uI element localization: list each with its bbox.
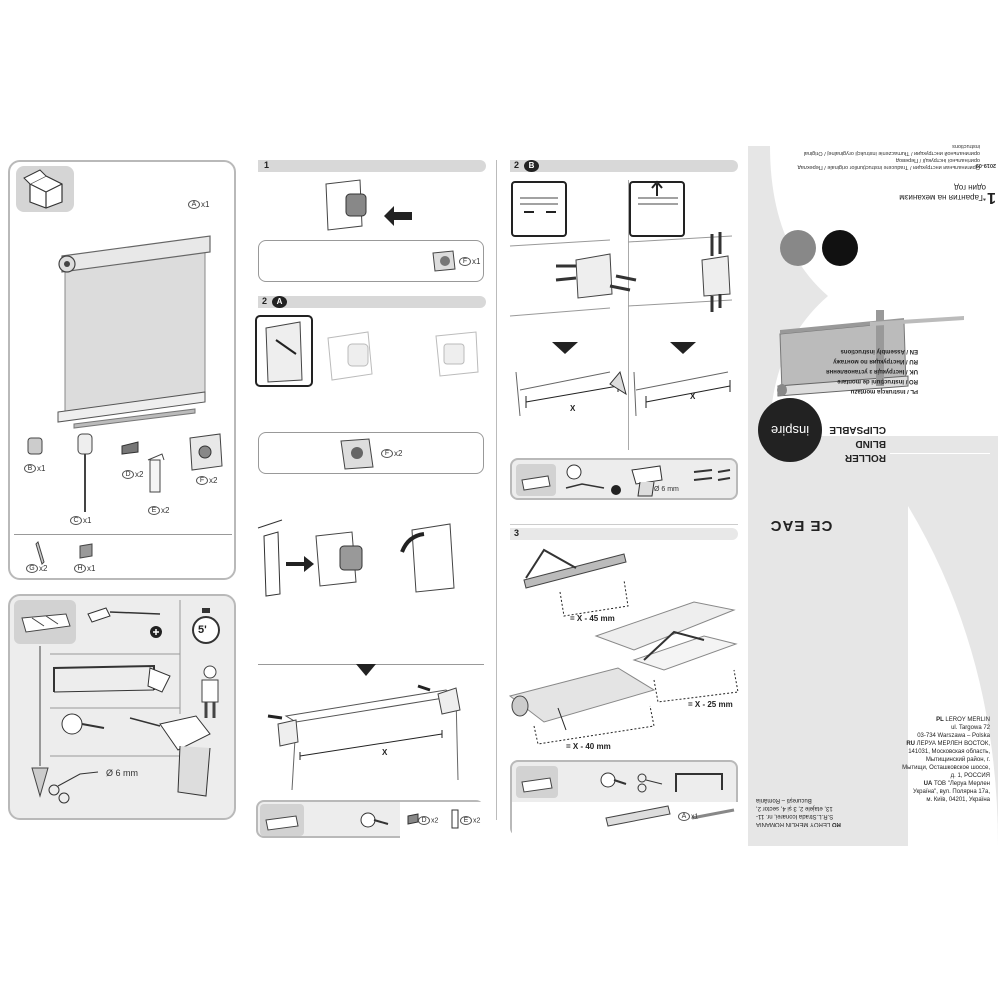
divider xyxy=(510,524,738,525)
step-2b-illustration xyxy=(509,180,733,417)
step-2a-letter: A xyxy=(272,296,287,308)
product-line-2: CLIPSABLE xyxy=(829,424,886,435)
ce-eac-marks: CE EAC xyxy=(769,517,833,534)
step-2a-bar xyxy=(258,296,486,308)
warranty-years: 1 xyxy=(987,189,996,206)
lang-ro: RO / Instrucțiuni de montare xyxy=(837,378,918,384)
step-3-bar xyxy=(510,528,738,540)
step-2b-measure-left: X xyxy=(570,404,576,413)
product-photo xyxy=(750,306,994,397)
hardware-parts-illustration xyxy=(27,433,223,512)
product-line-1: ROLLER BLIND xyxy=(844,438,886,463)
step-1-illustration xyxy=(325,179,412,231)
step-3-number: 3 xyxy=(514,528,520,538)
lang-uk: UK / Інструкція з установлення xyxy=(826,368,918,374)
step-2a-clip-illustration xyxy=(257,519,455,597)
down-arrow-icon xyxy=(356,664,376,676)
step-3-measure-1: = X - 45 mm xyxy=(570,614,615,623)
lang-ru: RU / Инструкция по монтажу xyxy=(833,358,918,364)
step-2b-letter: B xyxy=(524,160,539,172)
step-2b-number: 2 xyxy=(514,160,520,170)
product-name: ROLLER BLIND CLIPSABLE xyxy=(829,422,886,464)
blackout-swatch xyxy=(822,230,858,266)
roller-blind-illustration xyxy=(57,235,211,429)
divider xyxy=(890,453,990,454)
small-parts-illustration xyxy=(35,541,93,565)
step-2b-drill-label: Ø 6 mm xyxy=(654,486,679,493)
brand-logo: inspire xyxy=(758,398,822,462)
step-2b-measure-right: X xyxy=(690,392,696,401)
step-3-tools-illustration xyxy=(512,766,740,838)
tools-illustration xyxy=(14,600,220,804)
time-estimate: 5' xyxy=(198,624,207,636)
step-1-bar xyxy=(258,160,486,172)
finish-swatches xyxy=(768,226,858,266)
column-divider xyxy=(496,160,497,820)
lang-pl: PL / Instrukcja montażu xyxy=(850,388,918,394)
translucent-swatch xyxy=(780,230,816,266)
step-2a-tools-illustration xyxy=(260,802,484,838)
step-3-illustration xyxy=(508,548,739,745)
divider xyxy=(14,534,232,535)
language-list: PL / Instrukcja montażu RO / Instrucțiun… xyxy=(788,326,918,396)
date-code: 2019-09 xyxy=(975,162,996,168)
step-2a-measure-x: X xyxy=(382,748,388,757)
lang-en: EN / Assembly instructions xyxy=(840,348,918,354)
bracket-f-icon xyxy=(432,250,456,272)
warranty-note: *Гарантия на механизм один год xyxy=(866,182,986,202)
tools-panel: 5' Ø 6 mm xyxy=(8,594,236,820)
bracket-f-icon xyxy=(340,438,374,470)
cover-lower-shape xyxy=(748,506,998,846)
step-3-measure-2: = X - 25 mm xyxy=(688,700,733,709)
divider xyxy=(628,180,629,450)
address-ru: RU ЛЕРУА МЕРЛЕН ВОСТОК,141031, Московска… xyxy=(902,741,990,779)
step-1-number: 1 xyxy=(264,160,270,170)
step-3-measure-3: = X - 40 mm xyxy=(566,742,611,751)
step-2b-tools-bar: Ø 6 mm xyxy=(510,458,738,500)
step-2a-illustration xyxy=(255,315,479,387)
drill-size-label: Ø 6 mm xyxy=(106,768,139,778)
original-instructions-note: Оригинальная инструкция / Traducere inst… xyxy=(797,143,980,170)
step-2a-number: 2 xyxy=(262,296,268,306)
warranty-line-1: *Гарантия на механизм xyxy=(899,193,986,202)
warranty-line-2: один год xyxy=(954,183,986,192)
box-icon xyxy=(16,166,74,212)
step-2b-bar xyxy=(510,160,738,172)
step-2a-window-illustration xyxy=(267,684,461,791)
step-2b-tools-illustration xyxy=(516,464,731,497)
